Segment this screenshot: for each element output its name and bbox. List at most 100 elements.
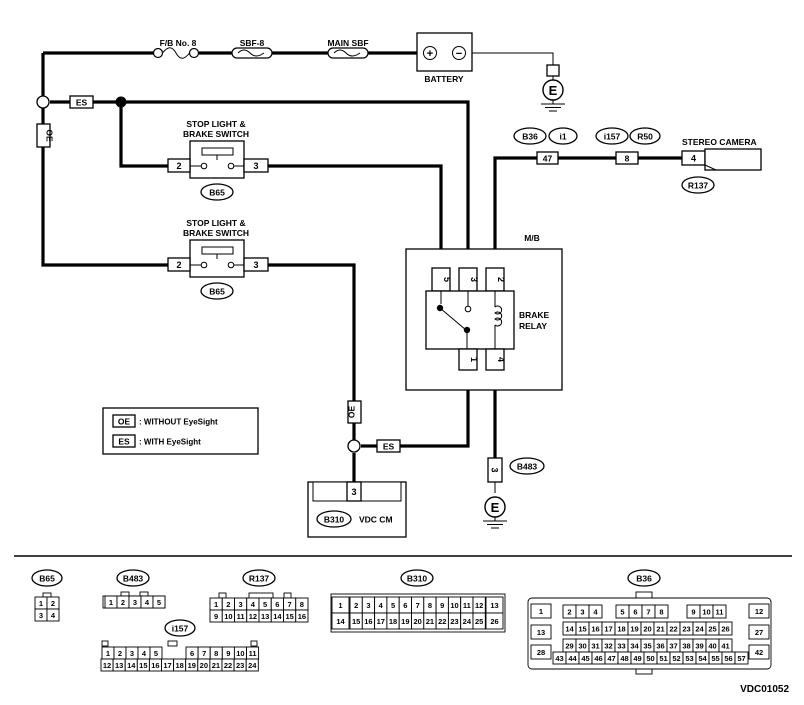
pin-number: 20: [200, 661, 208, 670]
pin-number: 10: [224, 612, 232, 621]
pin-cell: [152, 595, 166, 609]
tag-oe-bottom: OE: [347, 406, 357, 419]
pin-number: 14: [127, 661, 136, 670]
pin-number: 33: [617, 641, 625, 650]
battery-minus-icon: −: [456, 48, 462, 60]
pin-number: 20: [643, 624, 651, 633]
pin-number: 43: [555, 654, 563, 663]
pin-number: 30: [578, 641, 586, 650]
stereo-camera-branch: B36 i1 47 i157 R50 8 STEREO CAMERA 4 R13…: [513, 127, 762, 194]
pin-number: 1: [106, 649, 110, 658]
wires: [41, 51, 682, 493]
pin-number: 14: [565, 624, 574, 633]
switch-lower-label-2: BRAKE SWITCH: [183, 228, 249, 238]
ground-conn-pin: 3: [490, 467, 500, 472]
pin-number: 55: [711, 654, 719, 663]
switch-upper-pin-left: 2: [176, 161, 181, 171]
pin-number: 1: [109, 598, 113, 607]
pin-cell: [654, 604, 669, 619]
figure-code: VDC01052: [740, 684, 789, 695]
pin-number: 6: [403, 601, 407, 610]
pin-number: 16: [364, 617, 372, 626]
pin-number: 21: [656, 624, 664, 633]
pin-number: 44: [568, 654, 577, 663]
connector-title-oval: [400, 569, 434, 587]
pin-cell: [472, 612, 486, 630]
pin-number: 52: [672, 654, 680, 663]
pin-number: 6: [190, 649, 194, 658]
pin-number: 8: [659, 607, 663, 616]
switch-upper-connector: B65: [209, 188, 225, 198]
pin-number: 17: [377, 617, 385, 626]
pin-number: 18: [389, 617, 397, 626]
pin-number: 5: [154, 649, 158, 658]
legend-text-es: : WITH EyeSight: [139, 438, 201, 447]
pin-number: 51: [659, 654, 667, 663]
junction-open-bottom: [347, 439, 361, 453]
switch-lower-label-1: STOP LIGHT &: [186, 218, 245, 228]
stop-light-switch-upper: STOP LIGHT & BRAKE SWITCH 2 3 B65: [167, 119, 269, 201]
pin-number: 12: [755, 607, 763, 616]
switch-lower-pin-right: 3: [253, 260, 258, 270]
pin-number: 34: [630, 641, 639, 650]
pin-number: 21: [212, 661, 220, 670]
pin-number: 56: [724, 654, 732, 663]
pin-cell: [530, 603, 552, 619]
pin-cell: [718, 621, 733, 636]
pin-number: 9: [691, 607, 695, 616]
pin-number: 24: [463, 617, 472, 626]
pin-number: 13: [115, 661, 123, 670]
pin-number: 31: [591, 641, 599, 650]
pin-number: 6: [633, 607, 637, 616]
pin-number: 26: [721, 624, 729, 633]
pin-number: 4: [51, 611, 56, 620]
pin-number: 1: [539, 607, 543, 616]
pin-number: 46: [594, 654, 602, 663]
junctions: [36, 95, 361, 453]
pin-cell: [46, 608, 60, 622]
pin-number: 4: [379, 601, 384, 610]
key-tab: [139, 591, 149, 597]
vdc-cm: 3 B310 VDC CM: [307, 481, 407, 538]
key-tab: [218, 592, 227, 599]
battery-plus-icon: +: [427, 48, 433, 60]
pin-number: 3: [366, 601, 370, 610]
pin-number: 3: [130, 649, 134, 658]
pin-number: 12: [103, 661, 111, 670]
pin-number: 29: [565, 641, 573, 650]
switch-lower-pin-left: 2: [176, 260, 181, 270]
pin-number: 11: [716, 607, 724, 616]
pin-cell: [588, 604, 603, 619]
pin-number: 22: [224, 661, 232, 670]
relay-pin-2: 2: [496, 277, 506, 282]
pin-number: 42: [755, 648, 763, 657]
pin-number: 15: [352, 617, 360, 626]
pin-cell: [712, 604, 727, 619]
key-tab: [635, 591, 653, 599]
pin-number: 39: [695, 641, 703, 650]
pin-number: 20: [413, 617, 421, 626]
pin-number: 5: [620, 607, 624, 616]
pin-number: 21: [426, 617, 434, 626]
pin-number: 38: [682, 641, 690, 650]
pin-number: 19: [188, 661, 196, 670]
pin-number: 27: [755, 628, 763, 637]
tag-es-bottom: ES: [383, 442, 395, 452]
pin-number: 4: [142, 649, 147, 658]
junction-open-left: [36, 95, 50, 109]
pin-number: 9: [440, 601, 444, 610]
switch-lower-connector: B65: [209, 287, 225, 297]
pin-number: 9: [226, 649, 230, 658]
pin-number: 11: [463, 601, 471, 610]
pin-number: 13: [261, 612, 269, 621]
switch-upper-pin-right: 3: [253, 161, 258, 171]
pin-number: 13: [537, 628, 545, 637]
switch-upper-label-2: BRAKE SWITCH: [183, 129, 249, 139]
pin-number: 11: [249, 649, 257, 658]
pin-number: 50: [646, 654, 654, 663]
pin-number: 45: [581, 654, 589, 663]
relay-label-2: RELAY: [519, 321, 547, 331]
pin-number: 37: [669, 641, 677, 650]
